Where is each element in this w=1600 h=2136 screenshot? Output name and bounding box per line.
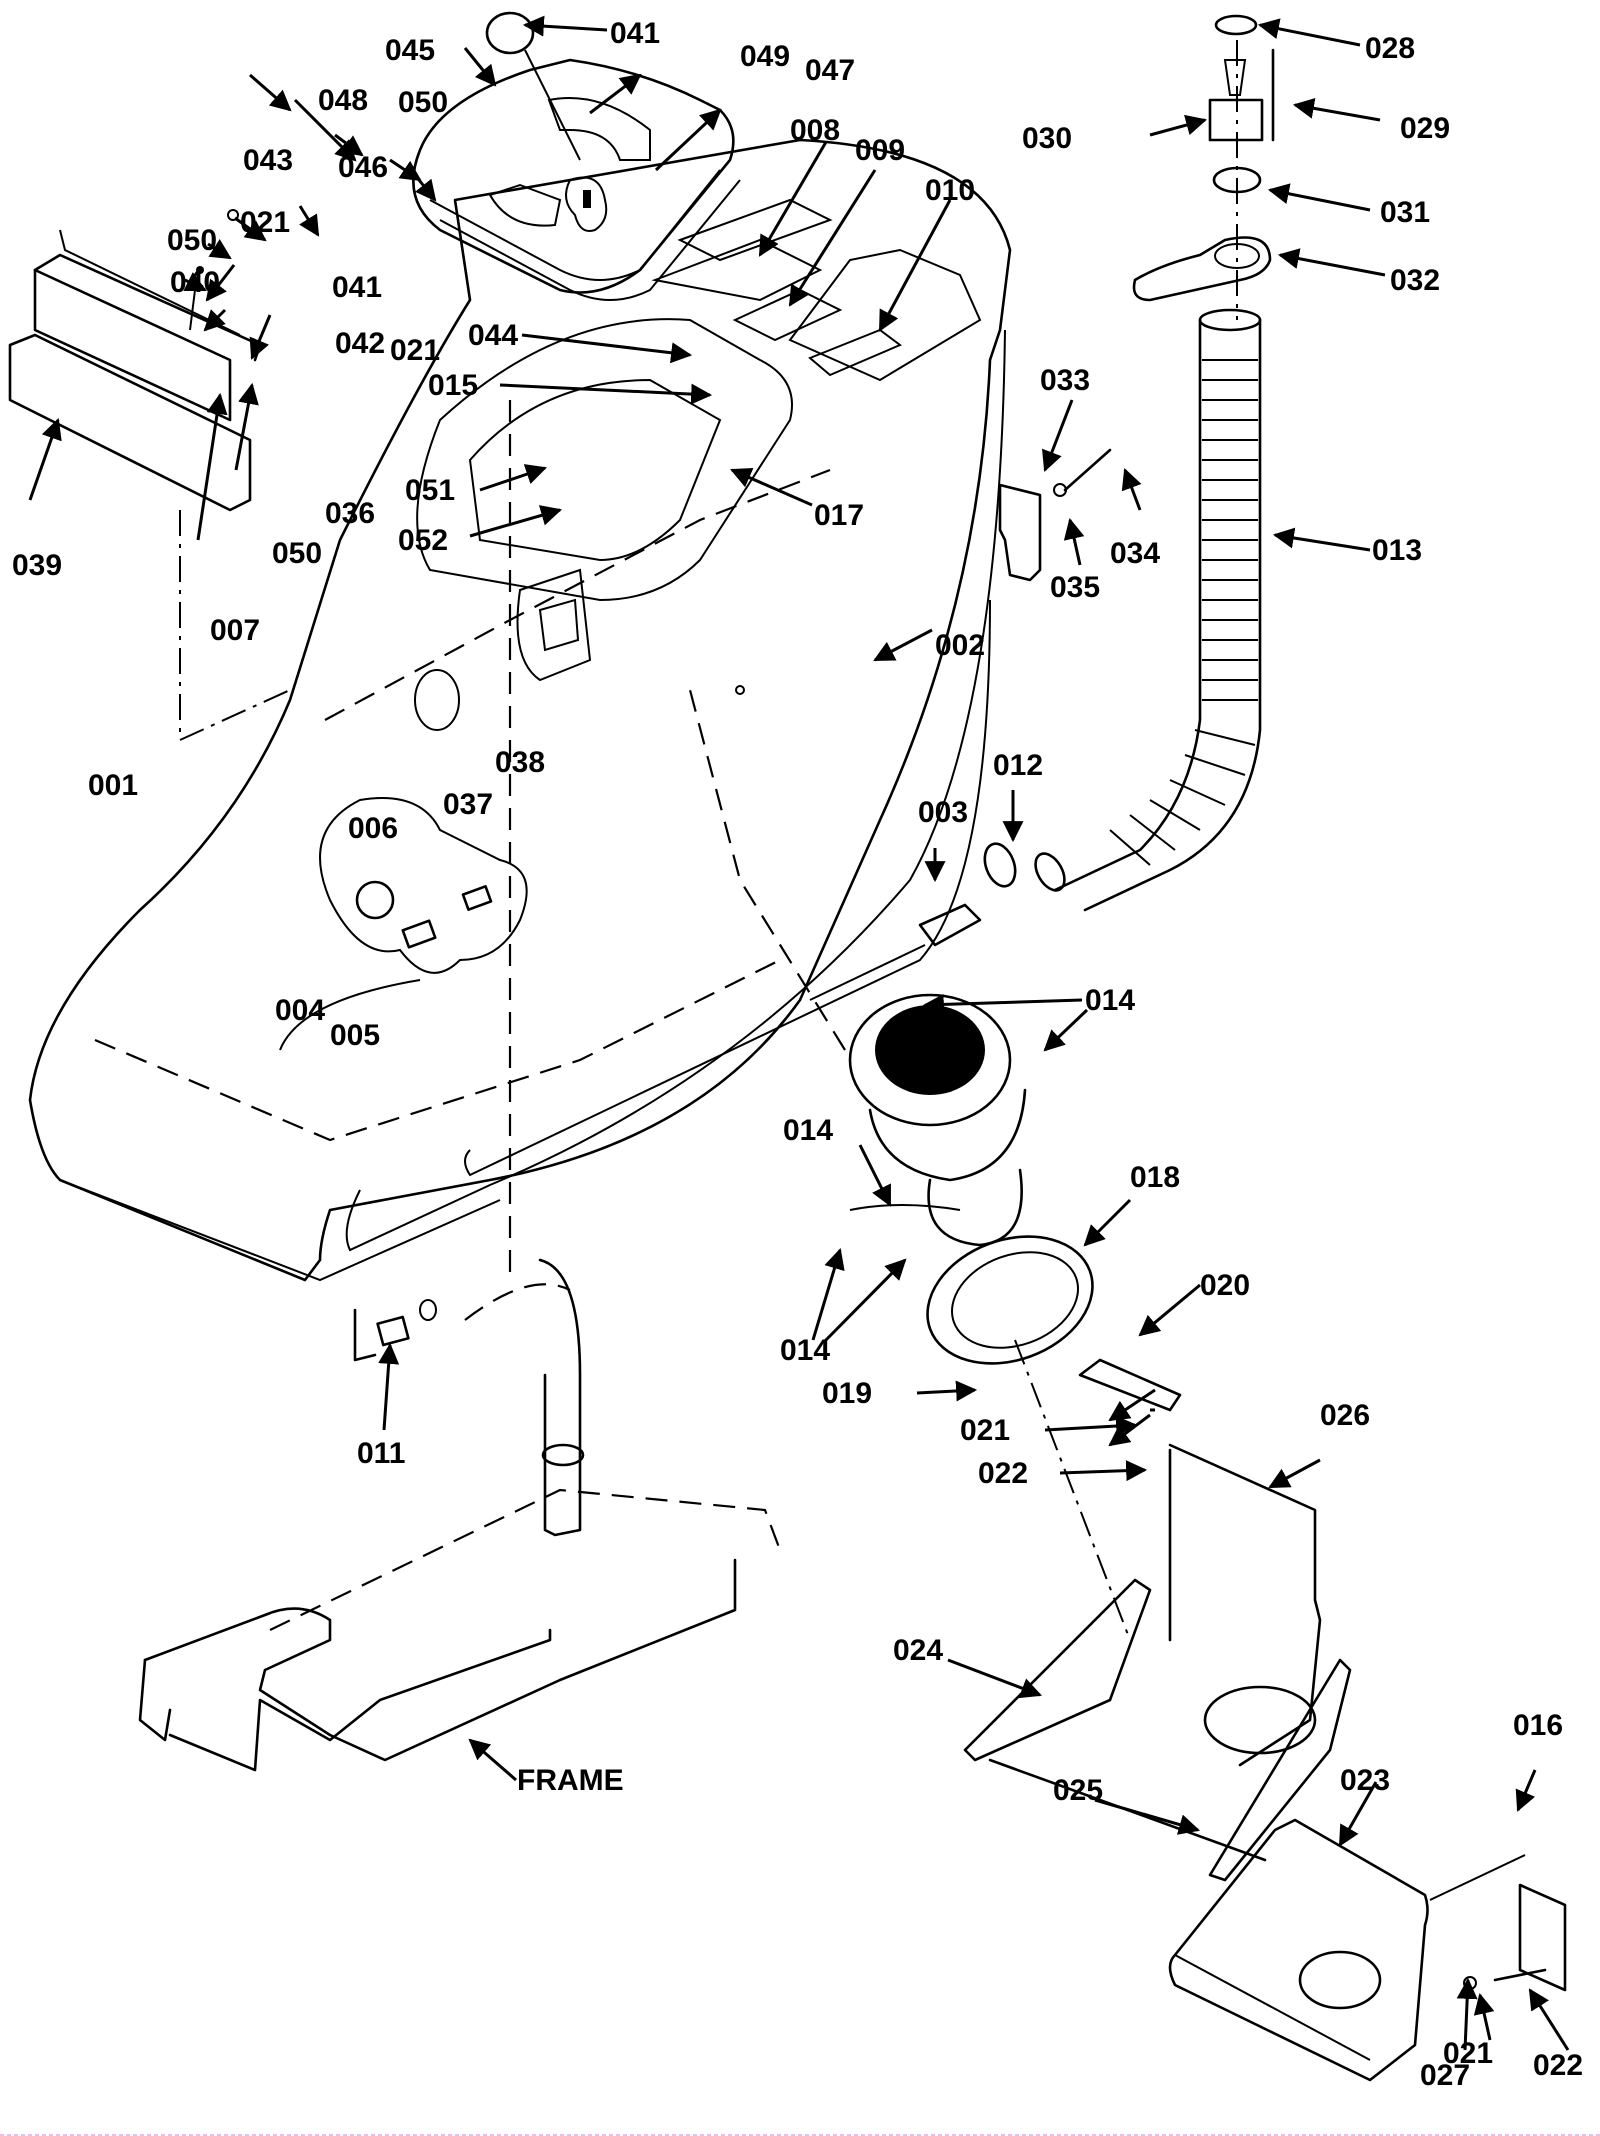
bottom-edge-rule [0,2134,1600,2136]
label-031: 031 [1380,196,1430,229]
label-041: 041 [332,271,382,304]
left-bracket-039 [8,209,291,742]
label-039: 039 [12,549,62,582]
motor-mount-023 [1168,1818,1567,2082]
label-023: 023 [1340,1764,1390,1797]
label-007: 007 [210,614,260,647]
label-006: 006 [348,812,398,845]
label-050-left: 050 [167,224,217,257]
label-051: 051 [405,474,455,507]
label-014-mid: 014 [783,1114,833,1147]
label-005: 005 [330,1019,380,1052]
label-013: 013 [1372,534,1422,567]
label-018: 018 [1130,1161,1180,1194]
label-019: 019 [822,1377,872,1410]
label-028: 028 [1365,32,1415,65]
label-001: 001 [88,769,138,802]
label-011: 011 [357,1437,405,1470]
label-043-mid: 044 [468,319,518,352]
label-024: 024 [893,1634,943,1667]
leader-lines [28,15,1570,2051]
label-038: 038 [495,746,545,779]
vacuum-motor-014 [848,993,1027,1247]
label-034: 034 [1110,537,1160,570]
label-050-top: 050 [398,86,448,119]
label-036: 036 [325,497,375,530]
drain-valve-011 [353,1299,437,1362]
recovery-tank-lid [412,11,741,301]
label-frame: FRAME [517,1764,624,1797]
label-037: 037 [443,788,493,821]
hose-coupler-003 [809,842,1017,1001]
label-016: 016 [1513,1709,1563,1742]
label-004: 004 [275,994,325,1027]
label-033: 033 [1040,364,1090,397]
label-027: 027 [1420,2059,1470,2092]
label-043-left: 043 [243,144,293,177]
label-021-left: 021 [240,206,290,239]
motor-gasket-018 [926,1235,1182,1641]
motor-mount-026 [963,1443,1352,1882]
label-030: 030 [1022,122,1072,155]
label-026: 026 [1320,1399,1370,1432]
label-021-mid: 021 [390,334,440,367]
label-045: 046 [338,151,388,184]
label-020: 020 [1200,1269,1250,1302]
label-021-base: 021 [1443,2037,1493,2070]
label-049: 049 [740,40,790,73]
label-014-top: 014 [1085,984,1135,1017]
label-010: 010 [925,174,975,207]
label-012: 012 [993,749,1043,782]
label-046: 041 [610,17,660,50]
label-050-low: 050 [272,537,322,570]
label-017: 017 [814,499,864,532]
label-008: 008 [790,114,840,147]
label-042: 042 [335,327,385,360]
label-009: 009 [855,134,905,167]
frame-part [138,1258,782,1772]
label-052: 052 [398,524,448,557]
label-044: 045 [385,34,435,67]
part-labels: 041 045 049 047 048 050 046 043 021 050 … [12,17,1583,2092]
label-048: 048 [318,84,368,117]
bracket-033 [998,448,1112,582]
label-047: 047 [805,54,855,87]
label-014-low: 014 [780,1334,830,1367]
label-040: 040 [170,266,220,299]
drain-hose-013 [1034,14,1275,912]
label-022-base: 022 [1533,2049,1583,2082]
label-022-motor: 022 [978,1457,1028,1490]
label-002: 002 [935,629,985,662]
label-003: 003 [918,796,968,829]
main-body-001 [28,138,1012,1282]
label-029: 029 [1400,112,1450,145]
label-035: 035 [1050,571,1100,604]
label-032: 032 [1390,264,1440,297]
label-025: 025 [1053,1774,1103,1807]
label-015: 015 [428,369,478,402]
label-021-motor: 021 [960,1414,1010,1447]
